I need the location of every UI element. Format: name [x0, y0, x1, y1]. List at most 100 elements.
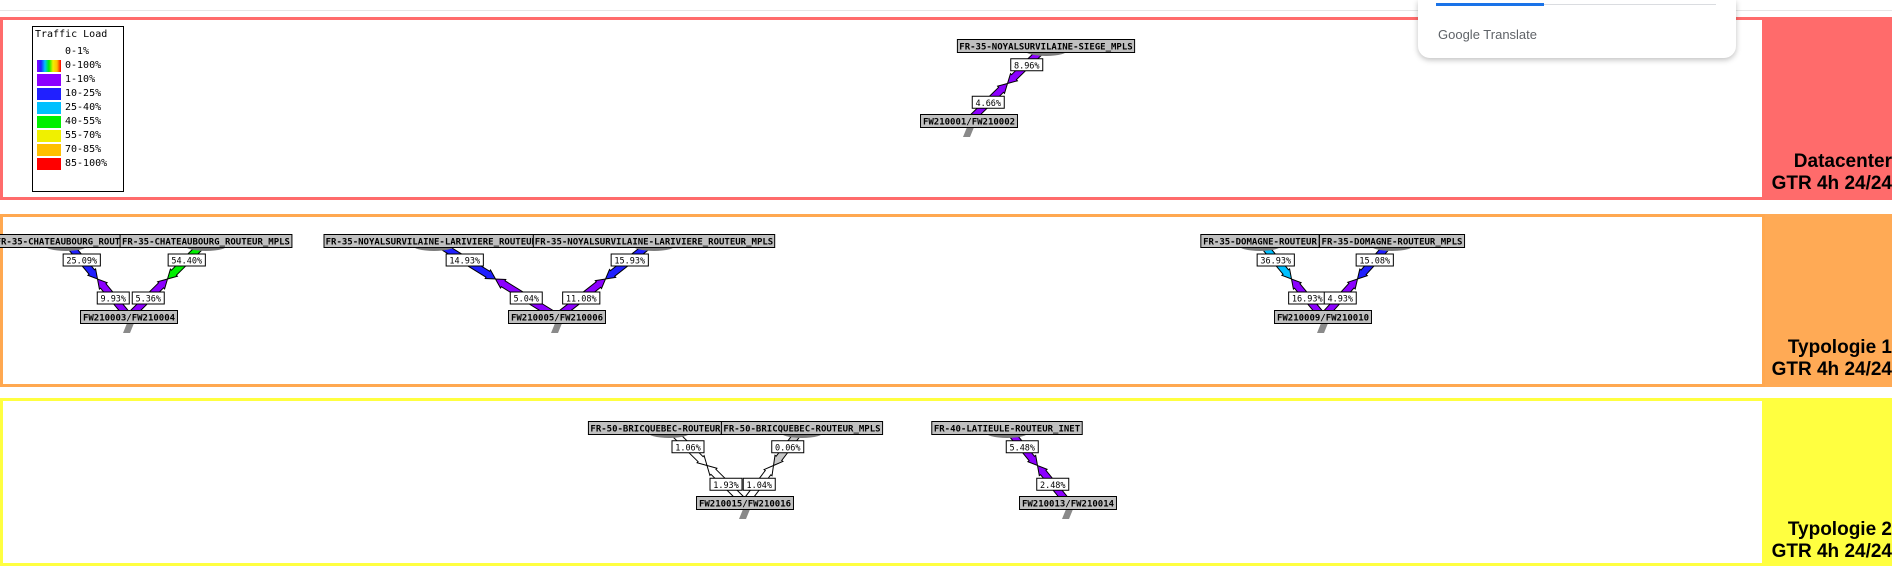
translate-tab-active-indicator[interactable] — [1436, 3, 1544, 6]
legend-swatch — [37, 144, 61, 156]
link-label-box — [131, 291, 165, 305]
legend-label: 85-100% — [65, 158, 108, 169]
link-label-box — [1323, 291, 1357, 305]
node-label-text: FR-35-CHATEAUBOURG_ROUTEUR — [0, 238, 137, 248]
node-label-text: FW210001/FW210002 — [923, 118, 1015, 128]
legend-label: 1-10% — [65, 74, 96, 85]
link-label-text: 54.40% — [171, 257, 202, 267]
link-label-text: 0.06% — [775, 443, 801, 453]
link-label-out: 15.08% — [1355, 253, 1394, 267]
legend-swatch — [37, 102, 61, 114]
link-label-text: 8.96% — [1014, 61, 1040, 71]
zone-typologie1-strip — [1765, 214, 1892, 387]
link-labels-layer: 8.96%4.66%25.09%9.93%54.40%5.36%14.93%5.… — [62, 58, 1394, 491]
node-lar_b[interactable]: FR-35-NOYALSURVILAINE-LARIVIERE_ROUTEUR_… — [532, 234, 776, 248]
node-label-box — [720, 421, 884, 435]
icons-layer — [43, 39, 1415, 519]
node-siege[interactable]: FR-35-NOYALSURVILAINE-SIEGE_MPLS — [956, 39, 1136, 53]
zone-typologie1 — [0, 214, 1765, 387]
traffic-load-legend: Traffic Load 0-1% 0-100% 1-10% 10-25% 25… — [32, 26, 124, 192]
node-chat_b[interactable]: FR-35-CHATEAUBOURG_ROUTEUR_MPLS — [119, 234, 293, 248]
link-label-text: 15.08% — [1359, 257, 1390, 267]
link-label-box — [1256, 253, 1295, 267]
node-fw13[interactable]: FW210013/FW210014 — [1019, 496, 1117, 510]
link-label-text: 11.08% — [566, 295, 597, 305]
legend-row: 0-1% — [35, 45, 123, 59]
link-label-box — [445, 253, 484, 267]
link-label-box — [509, 291, 543, 305]
link-label-text: 1.93% — [713, 481, 739, 491]
links-layer — [62, 42, 1396, 507]
link-label-box — [1010, 58, 1044, 72]
legend-row: 85-100% — [35, 157, 123, 171]
link-label-box — [771, 440, 805, 454]
node-fw9[interactable]: FW210009/FW210010 — [1274, 310, 1372, 324]
link-label-out: 36.93% — [1256, 253, 1295, 267]
node-fw3[interactable]: FW210003/FW210004 — [80, 310, 178, 324]
link-label-out: 0.06% — [771, 440, 805, 454]
legend-label: 40-55% — [65, 116, 102, 127]
legend-row: 0-100% — [35, 59, 123, 73]
google-translate-popup[interactable]: Google Translate — [1418, 0, 1736, 58]
node-label-text: FR-50-BRICQUEBEC-ROUTEUR_MPLS — [723, 425, 880, 435]
node-fw1[interactable]: FW210001/FW210002 — [920, 114, 1018, 128]
node-label-text: FW210013/FW210014 — [1022, 500, 1115, 510]
zone-typologie2-strip — [1765, 398, 1892, 566]
node-lar_a[interactable]: FR-35-NOYALSURVILAINE-LARIVIERE_ROUTEUR_ — [323, 234, 545, 248]
legend-row: 25-40% — [35, 101, 123, 115]
legend-row: 55-70% — [35, 129, 123, 143]
legend-swatch — [37, 116, 61, 128]
legend-label: 70-85% — [65, 144, 102, 155]
legend-title: Traffic Load — [35, 29, 108, 40]
link-label-box — [167, 253, 206, 267]
node-label-box — [119, 234, 293, 248]
browser-top-bar — [0, 0, 1892, 11]
link-label-box — [1005, 440, 1039, 454]
link-label-in: 5.36% — [131, 291, 165, 305]
legend-label: 55-70% — [65, 130, 102, 141]
link-label-text: 2.48% — [1040, 481, 1066, 491]
node-fw5[interactable]: FW210005/FW210006 — [508, 310, 606, 324]
translate-tab-bar — [1436, 4, 1716, 5]
link-label-box — [709, 477, 743, 491]
link-label-out: 8.96% — [1010, 58, 1044, 72]
node-chat_a[interactable]: FR-35-CHATEAUBOURG_ROUTEUR — [0, 234, 140, 248]
legend-swatch — [37, 88, 61, 100]
nodes-layer: FR-35-NOYALSURVILAINE-SIEGE_MPLS FW210001… — [0, 39, 1466, 510]
node-label-text: FW210009/FW210010 — [1277, 314, 1369, 324]
node-dom_a[interactable]: FR-35-DOMAGNE-ROUTEUR — [1200, 234, 1320, 248]
node-label-text: FR-50-BRICQUEBEC-ROUTEUR_INET — [590, 425, 748, 435]
link-label-in: 1.04% — [742, 477, 776, 491]
node-label-text: FR-35-NOYALSURVILAINE-LARIVIERE_ROUTEUR_ — [326, 238, 543, 248]
link-label-box — [562, 291, 601, 305]
link-label-text: 9.93% — [100, 295, 126, 305]
legend-row: 10-25% — [35, 87, 123, 101]
node-label-text: FR-35-NOYALSURVILAINE-LARIVIERE_ROUTEUR_… — [535, 238, 773, 248]
link-label-box — [971, 95, 1005, 109]
legend-label: 0-100% — [65, 60, 102, 71]
link-label-in: 5.04% — [509, 291, 543, 305]
link-label-in: 4.93% — [1323, 291, 1357, 305]
legend-swatch — [37, 158, 61, 170]
node-label-box — [80, 310, 178, 324]
node-label-text: FR-35-DOMAGNE-ROUTEUR — [1203, 238, 1317, 248]
link-label-in: 16.93% — [1288, 291, 1327, 305]
node-label-box — [696, 496, 794, 510]
legend-label: 0-1% — [65, 46, 90, 57]
legend-swatch — [37, 74, 61, 86]
link-label-box — [1355, 253, 1394, 267]
zone-datacenter-strip — [1765, 17, 1892, 200]
node-fw15[interactable]: FW210015/FW210016 — [696, 496, 794, 510]
node-label-box — [956, 39, 1136, 53]
link-label-out: 14.93% — [445, 253, 484, 267]
node-label-box — [920, 114, 1018, 128]
link-label-text: 5.36% — [135, 295, 161, 305]
node-label-text: FW210003/FW210004 — [83, 314, 176, 324]
node-bri_b[interactable]: FR-50-BRICQUEBEC-ROUTEUR_MPLS — [720, 421, 884, 435]
node-dom_b[interactable]: FR-35-DOMAGNE-ROUTEUR_MPLS — [1318, 234, 1466, 248]
link-label-text: 4.93% — [1327, 295, 1353, 305]
link-label-in: 11.08% — [562, 291, 601, 305]
node-lat[interactable]: FR-40-LATIEULE-ROUTEUR_INET — [931, 421, 1083, 435]
node-label-text: FR-35-CHATEAUBOURG_ROUTEUR_MPLS — [122, 238, 290, 248]
